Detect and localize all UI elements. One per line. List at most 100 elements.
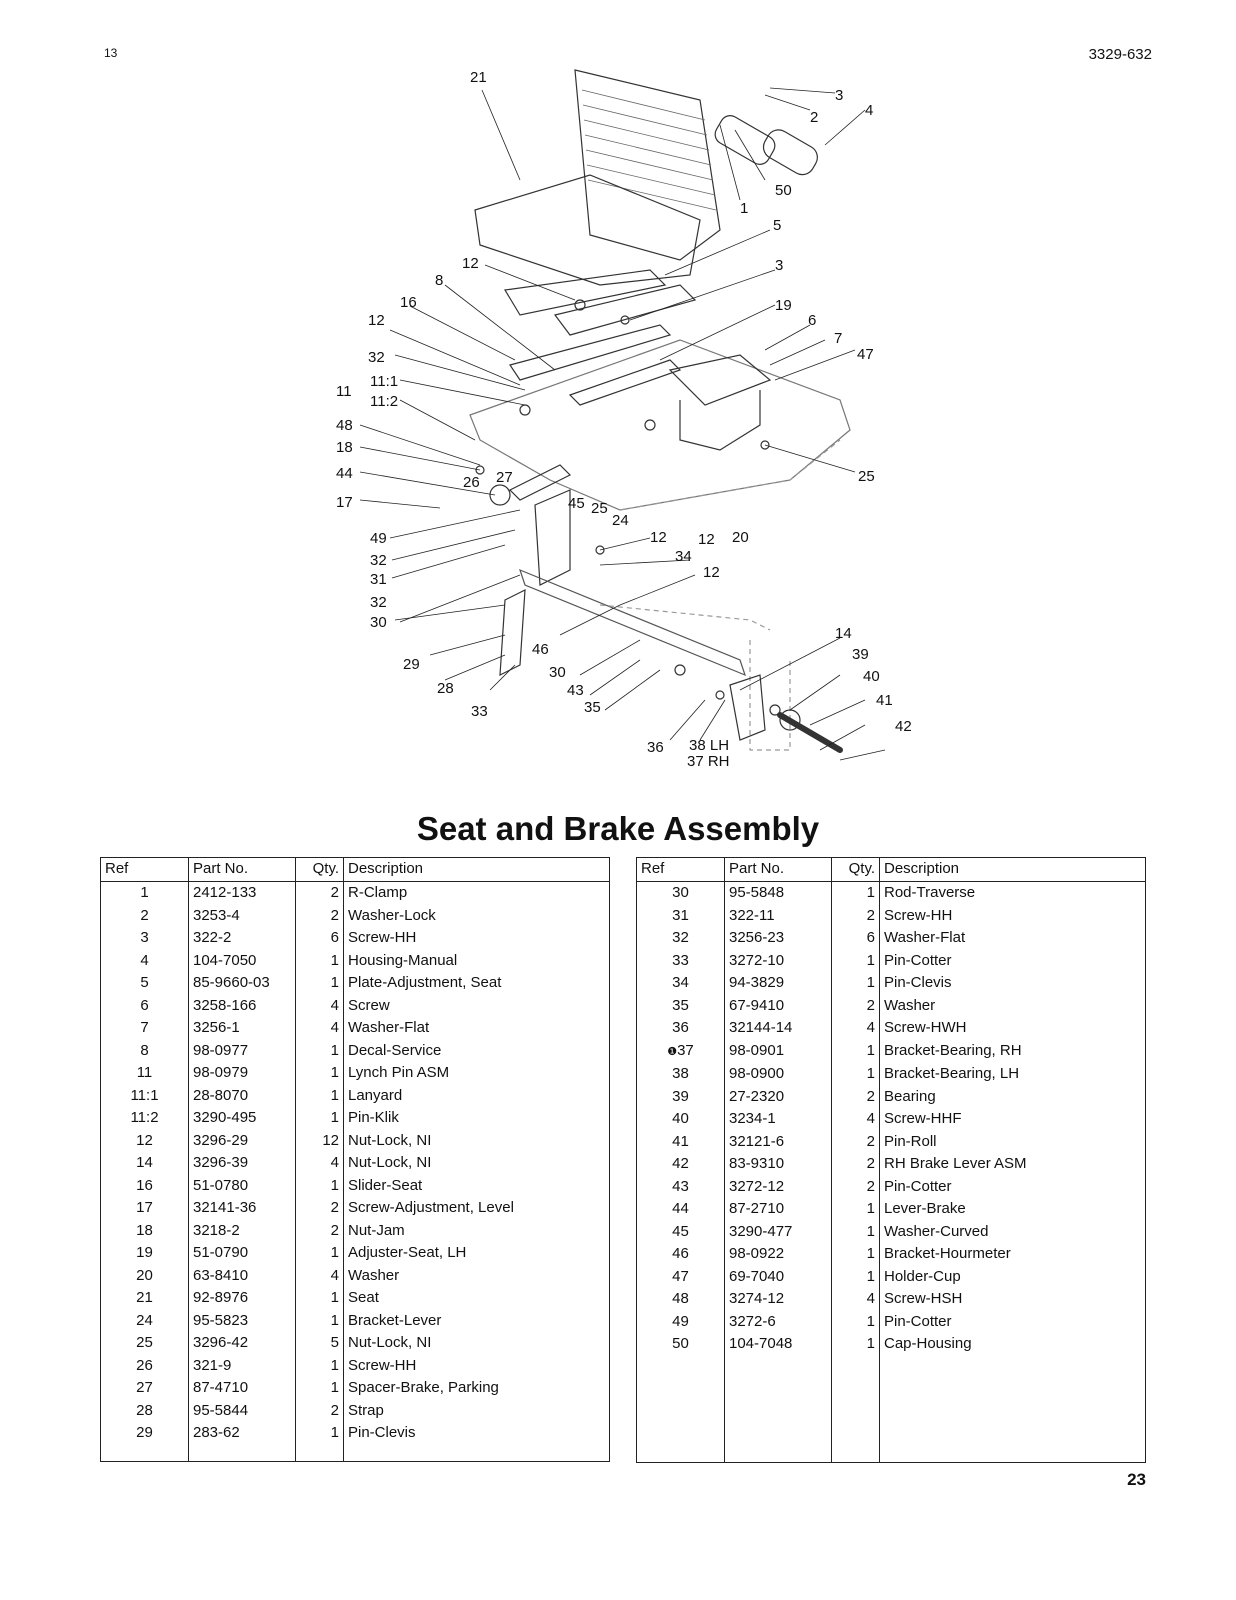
quantity-cell: 1: [831, 1310, 880, 1333]
ref-cell: 6: [100, 994, 189, 1017]
description-cell-text: Cap-Housing: [884, 1335, 972, 1352]
description-cell-text: Pin-Roll: [884, 1132, 937, 1150]
ref-cell-text: 5: [140, 974, 149, 991]
description-cell-text: Washer: [884, 996, 936, 1014]
description-cell-text: R-Clamp: [348, 884, 408, 901]
description-cell-text: Holder-Cup: [884, 1267, 961, 1285]
ref-cell: 28: [100, 1399, 189, 1422]
part-number-cell-text: 28-8070: [193, 1086, 249, 1104]
callout-label: 7: [834, 330, 842, 347]
ref-cell: 39: [636, 1085, 725, 1108]
callout-label: 4: [865, 102, 873, 119]
quantity-cell-text: 1: [330, 1176, 339, 1194]
ref-cell-text: 33: [672, 951, 689, 969]
description-cell-text: Bearing: [884, 1087, 936, 1105]
ref-cell: 31: [636, 904, 725, 927]
ref-cell-text: 25: [136, 1334, 153, 1351]
part-number-cell-text: 283-62: [193, 1424, 240, 1441]
quantity-cell: 1: [831, 1220, 880, 1243]
callout-label: 1: [740, 200, 748, 217]
part-number-cell: 51-0790: [188, 1242, 296, 1265]
part-number-cell: 98-0979: [188, 1062, 296, 1085]
column-header-ref: Ref: [100, 857, 189, 882]
table-filler-row: [636, 1355, 1146, 1462]
ref-cell: 45: [636, 1220, 725, 1243]
quantity-cell-text: 1: [330, 1041, 339, 1059]
ref-cell-text: 21: [136, 1289, 153, 1306]
footnote-marker: ❶: [667, 1045, 678, 1058]
quantity-cell: 4: [295, 1152, 344, 1175]
quantity-cell-text: 1: [866, 1200, 875, 1217]
column-header-qty: Qty.: [831, 857, 880, 882]
ref-cell: 41: [636, 1130, 725, 1153]
callout-label: 6: [808, 312, 816, 329]
seat-plate: [504, 269, 667, 316]
description-cell: Bearing: [879, 1085, 1146, 1108]
ref-cell: 16: [100, 1174, 189, 1197]
description-cell: Screw: [343, 994, 610, 1017]
column-header-description: Description: [343, 857, 610, 882]
part-number-cell: 32141-36: [188, 1197, 296, 1220]
ref-cell: 48: [636, 1288, 725, 1311]
quantity-cell: 1: [295, 1107, 344, 1130]
ref-cell-text: 32: [672, 929, 689, 946]
quantity-cell-text: 4: [330, 996, 339, 1014]
page-number: 23: [1127, 1470, 1146, 1489]
quantity-cell-text: 1: [866, 884, 875, 901]
description-cell: Washer: [879, 994, 1146, 1017]
description-cell: Lynch Pin ASM: [343, 1062, 610, 1085]
callout-label: 27: [496, 469, 513, 486]
quantity-cell: 1: [295, 1062, 344, 1085]
ref-cell-text: 8: [140, 1041, 149, 1059]
quantity-cell-text: 4: [866, 1019, 875, 1036]
ref-cell: 11:1: [100, 1084, 189, 1107]
part-number-cell: 283-62: [188, 1422, 296, 1445]
quantity-cell: 2: [831, 1153, 880, 1176]
manual-housing: [714, 115, 776, 165]
description-cell-text: Pin-Clevis: [348, 1424, 416, 1441]
callout-label: 3: [775, 257, 783, 274]
part-number-cell: 3272-6: [724, 1310, 832, 1333]
description-cell-text: Washer-Flat: [348, 1019, 430, 1036]
part-number-cell-text: 98-0901: [729, 1042, 785, 1059]
ref-cell: 32: [636, 927, 725, 950]
ref-cell-text: 26: [136, 1356, 153, 1374]
callout-label: 26: [463, 474, 480, 491]
part-number-cell-text: 3256-23: [729, 929, 785, 946]
quantity-cell-text: 2: [330, 906, 339, 924]
quantity-cell-text: 2: [866, 996, 875, 1014]
quantity-cell: 4: [831, 1288, 880, 1311]
part-number-cell: 104-7048: [724, 1333, 832, 1356]
part-number-cell-text: 3272-10: [729, 951, 785, 969]
ref-cell-text: 35: [672, 996, 689, 1014]
ref-cell-text: 42: [672, 1155, 689, 1172]
callout-label: 49: [370, 530, 387, 547]
part-number-cell-text: 3272-12: [729, 1177, 785, 1195]
description-cell-text: Lever-Brake: [884, 1200, 966, 1217]
description-cell-text: Pin-Klik: [348, 1109, 399, 1126]
description-cell-text: Screw-HH: [348, 1356, 417, 1374]
ref-cell-text: 39: [672, 1087, 689, 1105]
description-cell: Washer: [343, 1264, 610, 1287]
part-number-cell-text: 3218-2: [193, 1221, 240, 1239]
ref-cell: 49: [636, 1310, 725, 1333]
ref-cell-text: 43: [672, 1177, 689, 1195]
description-cell: Bracket-Hourmeter: [879, 1243, 1146, 1266]
quantity-cell-text: 2: [330, 1401, 339, 1419]
description-cell: Screw-HSH: [879, 1288, 1146, 1311]
document-number: 3329-632: [1088, 46, 1152, 63]
quantity-cell-text: 1: [866, 1312, 875, 1330]
ref-cell-text: 44: [672, 1200, 689, 1217]
ref-cell-text: 37: [677, 1041, 694, 1059]
part-number-cell: 3272-12: [724, 1175, 832, 1198]
quantity-cell: 2: [295, 1399, 344, 1422]
ref-cell: 46: [636, 1243, 725, 1266]
callout-label: 25: [591, 500, 608, 517]
part-number-cell: 3296-42: [188, 1332, 296, 1355]
